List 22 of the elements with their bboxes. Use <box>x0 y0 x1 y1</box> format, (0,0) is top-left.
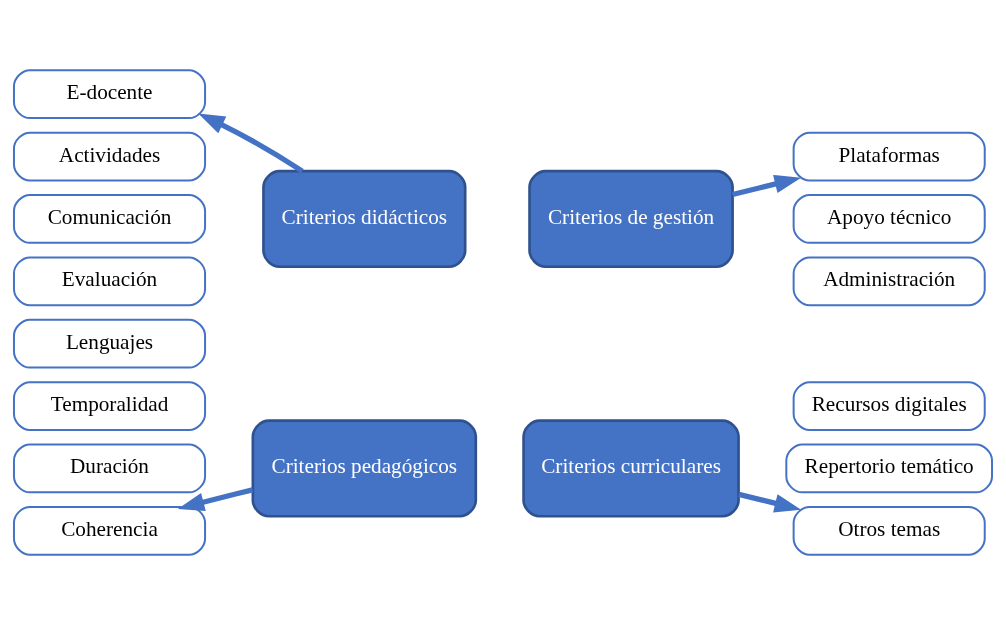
node-box: Evaluación <box>12 256 207 307</box>
node-box: Duración <box>12 443 207 494</box>
node-box: Coherencia <box>12 505 207 556</box>
node-box: Criterios de gestión <box>528 169 734 269</box>
arrow <box>177 487 254 512</box>
node-box: Repertorio temático <box>785 443 994 494</box>
node-box: Recursos digitales <box>792 381 986 431</box>
arrow <box>198 113 304 174</box>
node-box: Comunicación <box>12 194 207 244</box>
arrow <box>738 491 802 513</box>
node-box: Administración <box>792 256 986 307</box>
node-box: Otros temas <box>792 505 986 556</box>
node-box: Plataformas <box>792 131 986 182</box>
node-box: Criterios pedagógicos <box>251 419 478 518</box>
arrow <box>732 175 802 198</box>
node-box: Apoyo técnico <box>792 194 986 244</box>
node-box: Temporalidad <box>12 381 207 431</box>
node-box: E-docente <box>12 69 207 120</box>
node-box: Criterios curriculares <box>522 419 740 518</box>
node-box: Criterios didácticos <box>262 169 467 269</box>
node-box: Actividades <box>12 131 207 182</box>
node-box: Lenguajes <box>12 318 207 369</box>
